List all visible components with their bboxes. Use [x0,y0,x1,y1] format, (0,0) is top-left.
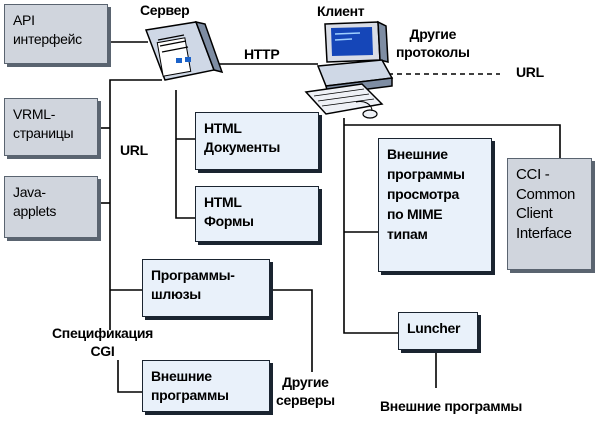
external-programs-client-label: Внешние программы [380,398,523,414]
mime-viewers-box: Внешние программы просмотра по MIME типа… [378,138,492,272]
client-label: Клиент [317,3,365,19]
url-right-label: URL [516,64,544,80]
api-interface-box: API интерфейс [4,4,108,64]
server-label: Сервер [140,2,190,18]
server-icon [144,20,224,81]
other-servers-label: Другие серверы [276,374,335,408]
url-left-label: URL [120,142,148,158]
cgi-specification-label: Спецификация CGI [52,325,153,359]
cci-box: CCI - Common Client Interface [507,158,592,270]
http-label: HTTP [244,46,280,62]
luncher-box: Luncher [398,312,478,350]
external-programs-server-box: Внешние программы [142,360,270,412]
java-applets-box: Java- applets [4,176,98,238]
client-computer-icon [304,20,394,119]
vrml-pages-box: VRML- страницы [4,98,98,156]
html-documents-box: HTML Документы [195,112,319,170]
gateway-programs-box: Программы- шлюзы [142,259,270,317]
other-protocols-label: Другие протоколы [396,26,470,60]
html-forms-box: HTML Формы [195,186,319,242]
